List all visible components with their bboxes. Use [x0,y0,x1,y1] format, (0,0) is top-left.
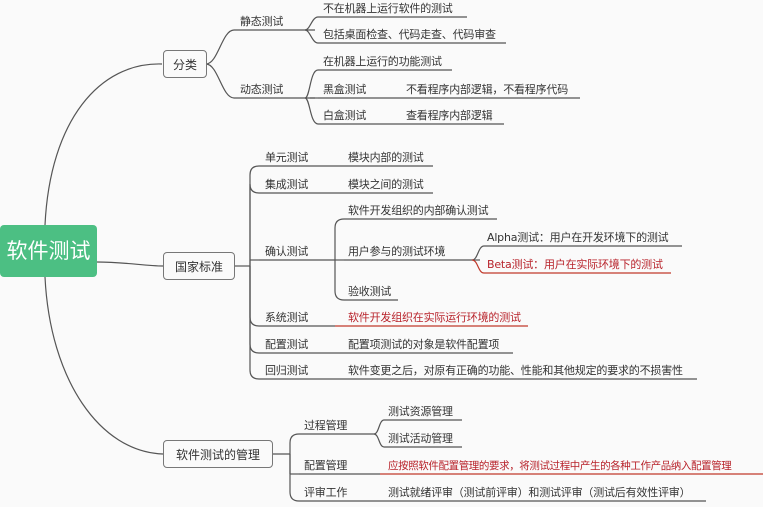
node-verify-test[interactable]: 验收测试 [348,285,392,298]
node-system-test-desc[interactable]: 软件开发组织在实际运行环境的测试 [348,311,521,324]
node-activity-management[interactable]: 测试活动管理 [388,432,453,445]
node-test-management[interactable]: 软件测试的管理 [163,440,273,468]
node-static-item-2[interactable]: 包括桌面检查、代码走查、代码审查 [323,28,496,41]
node-dynamic-test[interactable]: 动态测试 [240,83,284,96]
node-black-box[interactable]: 黑盒测试 [323,83,367,96]
node-white-box-desc[interactable]: 查看程序内部逻辑 [406,109,493,122]
connector-root-national [96,261,164,267]
node-integration-test-desc[interactable]: 模块之间的测试 [348,178,424,191]
node-integration-test[interactable]: 集成测试 [265,178,309,191]
node-review-work-desc[interactable]: 测试就绪评审（测试前评审）和测试评审（测试后有效性评审） [388,486,691,499]
node-classify[interactable]: 分类 [163,50,207,78]
node-internal-acceptance[interactable]: 软件开发组织的内部确认测试 [348,204,489,217]
node-config-test-desc[interactable]: 配置项测试的对象是软件配置项 [348,338,500,351]
node-process-management[interactable]: 过程管理 [304,419,348,432]
node-white-box[interactable]: 白盒测试 [323,109,367,122]
node-beta-test[interactable]: Beta测试：用户在实际环境下的测试 [487,258,663,271]
node-resource-management[interactable]: 测试资源管理 [388,405,453,418]
node-config-test[interactable]: 配置测试 [265,338,309,351]
node-regression-test[interactable]: 回归测试 [265,364,309,377]
node-regression-test-desc[interactable]: 软件变更之后，对原有正确的功能、性能和其他规定的要求的不损害性 [348,364,683,377]
root-node[interactable]: 软件测试 [0,225,97,277]
node-review-work[interactable]: 评审工作 [304,486,348,499]
node-system-test[interactable]: 系统测试 [265,311,309,324]
node-unit-test[interactable]: 单元测试 [265,151,309,164]
node-static-test[interactable]: 静态测试 [240,15,284,28]
node-config-management-desc[interactable]: 应按照软件配置管理的要求，将测试过程中产生的各种工作产品纳入配置管理 [388,460,732,472]
node-user-env[interactable]: 用户参与的测试环境 [348,245,446,258]
node-config-management[interactable]: 配置管理 [304,459,348,472]
node-acceptance-test[interactable]: 确认测试 [265,245,309,258]
node-alpha-test[interactable]: Alpha测试：用户在开发环境下的测试 [487,231,669,244]
node-unit-test-desc[interactable]: 模块内部的测试 [348,151,424,164]
node-static-item-1[interactable]: 不在机器上运行软件的测试 [323,2,453,15]
connector-root-management [44,276,164,455]
node-national-standard[interactable]: 国家标准 [163,252,235,280]
node-dynamic-run[interactable]: 在机器上运行的功能测试 [323,55,442,68]
node-black-box-desc[interactable]: 不看程序内部逻辑，不看程序代码 [406,83,568,96]
connector-root-classify [44,63,163,226]
